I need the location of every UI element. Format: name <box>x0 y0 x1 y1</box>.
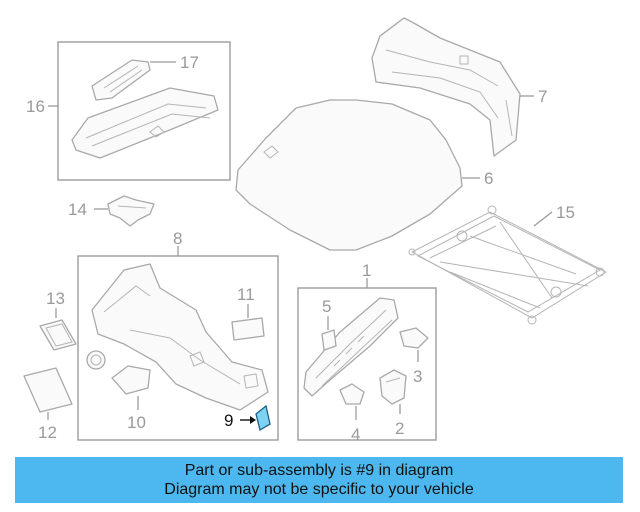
banner-line-2: Diagram may not be specific to your vehi… <box>164 481 474 498</box>
part-9-highlighted[interactable]: 9 <box>224 404 271 432</box>
part-2-bracket[interactable]: 2 <box>379 369 407 438</box>
callout-2[interactable]: 2 <box>395 419 404 438</box>
info-banner: Part or sub-assembly is #9 in diagram Di… <box>15 457 623 503</box>
callout-12[interactable]: 12 <box>38 423 57 442</box>
part-grommet[interactable] <box>86 350 106 370</box>
part-4-clip[interactable]: 4 <box>339 383 365 444</box>
part-11-label[interactable]: 11 <box>231 285 265 341</box>
callout-16[interactable]: 16 <box>26 97 45 116</box>
banner-line-1: Part or sub-assembly is #9 in diagram <box>184 462 454 479</box>
part-14-bracket[interactable]: 14 <box>68 195 155 227</box>
part-17-lamp[interactable]: 17 <box>91 53 199 101</box>
callout-3[interactable]: 3 <box>413 367 422 386</box>
part-7-rear-trim[interactable]: 7 <box>371 17 547 157</box>
callout-17[interactable]: 17 <box>180 53 199 72</box>
group-box-16: 16 <box>26 41 231 181</box>
callout-1[interactable]: 1 <box>362 261 371 280</box>
group-box-8: 8 <box>77 229 279 441</box>
part-8-side-trim[interactable] <box>91 263 269 411</box>
part-6-trunk-mat[interactable]: 6 <box>235 99 493 251</box>
part-15-cargo-net[interactable]: 15 <box>408 203 608 325</box>
callout-8[interactable]: 8 <box>173 229 182 248</box>
part-3-clip[interactable]: 3 <box>399 327 429 386</box>
callout-15[interactable]: 15 <box>556 203 575 222</box>
group-box-1: 1 <box>297 261 437 441</box>
callout-10[interactable]: 10 <box>127 413 146 432</box>
callout-13[interactable]: 13 <box>46 289 65 308</box>
callout-7[interactable]: 7 <box>538 87 547 106</box>
part-13-trim-piece[interactable]: 13 <box>39 289 77 351</box>
callout-14[interactable]: 14 <box>68 200 87 219</box>
callout-5[interactable]: 5 <box>322 297 331 316</box>
part-1-sill-plate[interactable] <box>303 297 399 397</box>
callout-11[interactable]: 11 <box>237 285 255 304</box>
part-5-clip[interactable]: 5 <box>321 297 337 351</box>
part-10-pocket[interactable]: 10 <box>111 365 151 432</box>
callout-4[interactable]: 4 <box>351 425 360 444</box>
parts-diagram: 16 17 7 6 14 <box>23 17 608 444</box>
callout-6[interactable]: 6 <box>484 169 493 188</box>
callout-9[interactable]: 9 <box>224 411 233 430</box>
part-12-cover[interactable]: 12 <box>23 367 73 442</box>
part-16-tonneau-tray[interactable] <box>71 87 219 159</box>
